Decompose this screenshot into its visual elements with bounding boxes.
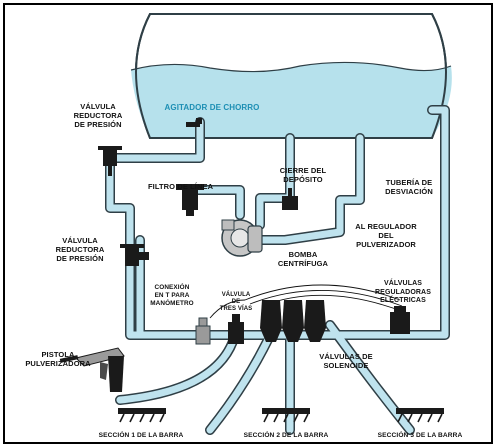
label-line-filter: FILTRO DE LÍNEA — [148, 182, 214, 191]
label-three-way-valve: VÁLVULA DE TRES VÍAS — [219, 292, 253, 312]
label-tank-shutoff: CIERRE DEL DEPÓSITO — [279, 166, 327, 184]
pressure-valve-top — [98, 146, 122, 176]
tank-shutoff-valve — [282, 188, 298, 210]
label-boom-section-2: SECCIÓN 2 DE LA BARRA — [243, 432, 329, 439]
centrifugal-pump — [221, 219, 263, 257]
boom-section-2 — [262, 408, 310, 423]
label-pressure-valve-left: VÁLVULA REDUCTORA DE PRESIÓN — [55, 236, 105, 263]
pipes — [105, 105, 450, 435]
label-boom-section-3: SECCIÓN 3 DE LA BARRA — [377, 432, 463, 439]
label-gauge-connection: CONEXIÓN EN T PARA MANÓMETRO — [150, 284, 194, 307]
label-to-regulator: AL REGULADOR DEL PULVERIZADOR — [355, 222, 417, 249]
three-way-valve — [228, 314, 244, 344]
label-spray-gun: PISTOLA PULVERIZADORA — [25, 350, 91, 368]
tank — [130, 13, 452, 139]
boom-section-1 — [118, 408, 166, 423]
label-bypass-line: TUBERÍA DE DESVIACIÓN — [385, 178, 433, 196]
label-boom-section-1: SECCIÓN 1 DE LA BARRA — [98, 432, 184, 439]
label-solenoid-valves: VÁLVULAS DE SOLENOIDE — [319, 352, 373, 370]
boom-section-3 — [396, 408, 444, 423]
label-electric-valves: VÁLVULAS REGULADORAS ELÉCTRICAS — [375, 280, 431, 304]
electric-regulating-valve — [390, 306, 410, 334]
diagram-frame — [3, 3, 493, 444]
label-pump: BOMBA CENTRÍFUGA — [277, 250, 329, 268]
label-pressure-valve-top: VÁLVULA REDUCTORA DE PRESIÓN — [73, 102, 123, 129]
pressure-valve-left — [120, 244, 149, 266]
wires — [209, 284, 405, 319]
spray-gun — [59, 347, 125, 392]
gauge-tee — [195, 317, 211, 345]
label-agitator: AGITADOR DE CHORRO — [164, 103, 260, 112]
agitator-nozzle — [186, 118, 202, 127]
tank-liquid — [131, 62, 452, 138]
solenoid-valves — [260, 300, 326, 342]
line-filter — [176, 184, 204, 216]
